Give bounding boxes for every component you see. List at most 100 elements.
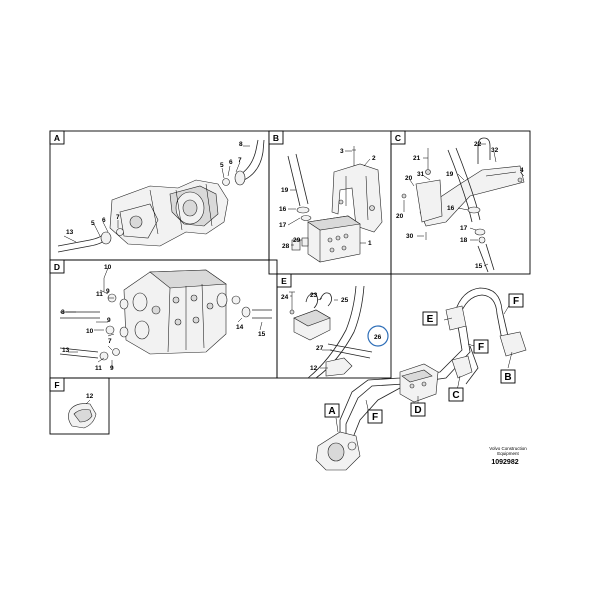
svg-text:F: F	[513, 296, 519, 307]
callout-e-12: 12	[310, 365, 318, 372]
callout-f-12: 12	[86, 393, 94, 400]
badge-b[interactable]: B	[500, 369, 516, 384]
callout-d-15: 15	[258, 331, 266, 338]
svg-text:E: E	[427, 314, 434, 325]
overview-badges: F E F B C D F A	[324, 293, 524, 424]
callout-d-13: 13	[62, 347, 70, 354]
svg-text:C: C	[452, 390, 459, 401]
panel-tab-a[interactable]: A	[49, 130, 65, 145]
panel-c-callouts: 22 32 21 4 31 20 19 16 20 30 17 18 15	[396, 141, 524, 270]
highlight-circle-26[interactable]	[367, 325, 389, 347]
panel-b-callouts: 3 2 19 16 17 28 29 1	[279, 148, 376, 250]
panel-tab-e[interactable]: E	[276, 273, 292, 288]
panel-f-label: F	[54, 380, 59, 390]
callout-d-11: 11	[96, 291, 103, 298]
callout-d-10b: 10	[86, 328, 94, 335]
callout-c-21: 21	[413, 155, 421, 162]
callout-c-20b: 20	[396, 213, 404, 220]
callout-c-22: 22	[474, 141, 482, 148]
callout-a-8: 8	[239, 141, 243, 148]
callout-d-11b: 11	[95, 365, 102, 372]
callout-b-29: 29	[293, 237, 301, 244]
callout-d-9b: 9	[107, 317, 111, 324]
callout-b-1: 1	[368, 240, 372, 247]
callout-d-10: 10	[104, 264, 112, 271]
badge-a[interactable]: A	[324, 403, 340, 418]
callout-e-24: 24	[281, 294, 289, 301]
badge-d[interactable]: D	[410, 402, 426, 417]
panel-frames	[49, 130, 531, 435]
callout-a-7: 7	[238, 157, 242, 164]
callout-e-26: 26	[374, 334, 382, 341]
callout-c-30: 30	[406, 233, 414, 240]
callout-d-8: 8	[61, 309, 65, 316]
callout-c-17: 17	[460, 225, 468, 232]
panel-d-callouts: 10 11 9 8 10 9 7 13 11 9 14 15	[61, 264, 266, 372]
svg-text:B: B	[504, 372, 511, 383]
panel-c-frame	[390, 130, 531, 275]
callout-c-31: 31	[417, 171, 425, 178]
panel-c-label: C	[395, 133, 401, 143]
panel-b-illustration	[287, 146, 383, 263]
svg-text:F: F	[478, 342, 484, 353]
panel-tab-f[interactable]: F	[49, 377, 65, 392]
panel-a-illustration	[57, 139, 265, 253]
callout-a-5b: 5	[91, 220, 95, 227]
callout-c-16: 16	[447, 205, 455, 212]
callout-c-15: 15	[475, 263, 483, 270]
callout-c-32: 32	[491, 147, 499, 154]
watermark-line-1: Volvo Construction	[489, 446, 527, 451]
badge-f-top[interactable]: F	[508, 293, 524, 308]
callout-e-23: 23	[310, 292, 318, 299]
panel-a-callouts: 8 7 6 5 7 5 6 13	[66, 141, 243, 236]
panel-e-label: E	[281, 276, 287, 286]
callout-c-20: 20	[405, 175, 413, 182]
overview-illustration	[315, 287, 527, 471]
panel-tab-d[interactable]: D	[49, 259, 65, 274]
badge-f-low[interactable]: F	[367, 409, 383, 424]
badge-c[interactable]: C	[448, 387, 464, 402]
panel-f-callouts: 12	[86, 393, 94, 400]
svg-text:D: D	[414, 405, 421, 416]
callout-d-7: 7	[108, 338, 112, 345]
callout-d-9: 9	[106, 288, 110, 295]
panel-f-illustration	[68, 399, 97, 429]
watermark-line-2: Equipment	[497, 451, 519, 456]
callout-b-28: 28	[282, 243, 290, 250]
panel-b-label: B	[273, 133, 279, 143]
callout-a-5: 5	[220, 162, 224, 169]
drawing-number: 1092982	[491, 459, 518, 466]
svg-text:F: F	[372, 412, 378, 423]
callout-b-2: 2	[372, 155, 376, 162]
volvo-watermark: Volvo Construction Equipment 1092982	[489, 446, 527, 466]
badge-f-mid[interactable]: F	[473, 339, 489, 354]
panel-e-callouts: 24 23 25 26 27 12	[281, 292, 382, 372]
panel-d-illustration	[59, 267, 272, 368]
callout-d-14: 14	[236, 324, 244, 331]
callout-c-18: 18	[460, 237, 468, 244]
panel-tab-c[interactable]: C	[390, 130, 406, 145]
callout-a-7b: 7	[116, 214, 120, 221]
panel-e-illustration	[289, 285, 389, 379]
callout-d-9c: 9	[110, 365, 114, 372]
callout-a-13: 13	[66, 229, 74, 236]
panel-e-frame	[276, 273, 392, 379]
callout-c-4: 4	[520, 167, 524, 174]
callout-b-16: 16	[279, 206, 287, 213]
panel-a-label: A	[54, 133, 60, 143]
panel-c-illustration	[401, 137, 525, 273]
panel-f-frame	[49, 377, 110, 435]
callout-a-6: 6	[229, 159, 233, 166]
panel-d-label: D	[54, 262, 60, 272]
callout-b-19: 19	[281, 187, 289, 194]
callout-b-3: 3	[340, 148, 344, 155]
panel-tab-b[interactable]: B	[268, 130, 284, 145]
callout-e-25: 25	[341, 297, 349, 304]
callout-c-19: 19	[446, 171, 454, 178]
callout-a-6b: 6	[102, 217, 106, 224]
callout-b-17: 17	[279, 222, 287, 229]
callout-e-27: 27	[316, 345, 324, 352]
svg-text:A: A	[328, 406, 335, 417]
badge-e[interactable]: E	[422, 311, 438, 326]
